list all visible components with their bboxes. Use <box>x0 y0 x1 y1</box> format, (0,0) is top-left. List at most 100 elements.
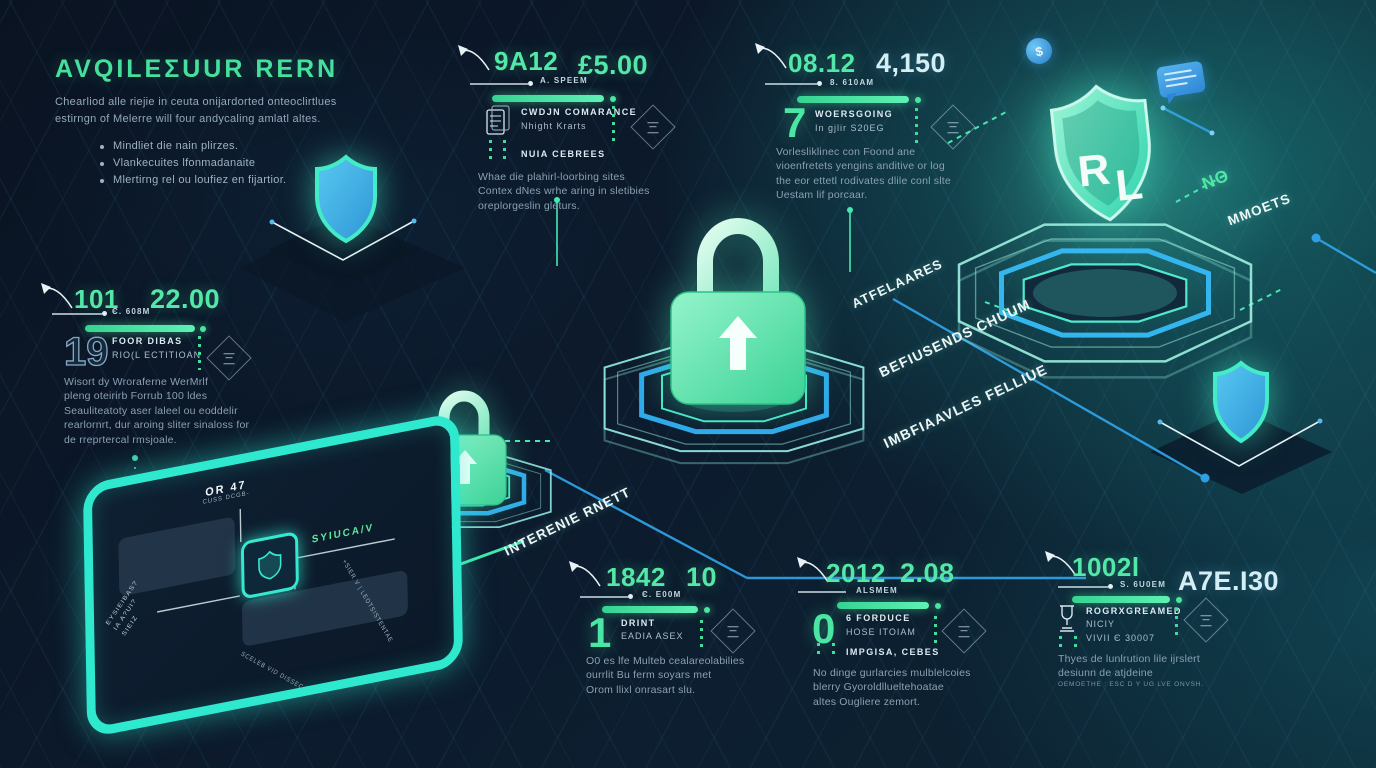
diamond-badge-icon <box>1183 597 1229 643</box>
lead-dot <box>817 81 822 86</box>
stat-label-secondary: EADIA ASEX <box>621 631 684 641</box>
stat-big-digit: 0 <box>812 605 836 652</box>
diamond-badge-icon <box>941 608 987 654</box>
stat-number: 2012 <box>826 558 886 588</box>
stat-sublabel: ALSMEM <box>856 586 898 595</box>
arrow-swoosh-icon <box>458 45 490 71</box>
stat-label-tertiary: VIVII Є 30007 <box>1086 633 1156 643</box>
stat-label: WOERSGOING <box>815 109 894 119</box>
diamond-badge-icon <box>710 608 756 654</box>
progress-bar <box>85 325 195 332</box>
lead-dot <box>1108 584 1113 589</box>
stat-number-secondary: A7E.I30 <box>1178 566 1280 596</box>
stat-label: CWDJN COMARANCE <box>521 107 637 117</box>
tablet-shield-chip <box>240 530 299 600</box>
stat-label-secondary: RIO(L ECTITIOAN <box>112 350 202 360</box>
stat-paragraph: Vorlesliklinec con Foond ane vioenfretet… <box>776 146 951 202</box>
dotted-column <box>817 643 820 657</box>
progress-bar-dot <box>200 326 206 332</box>
stat-number: 1842 <box>606 562 666 592</box>
stat-extra-label: IMPGISA, CEBES <box>846 647 940 657</box>
bullet-item: Vlankecuites lfonmadanaite <box>100 157 338 169</box>
stat-sublabel: A. SPEEM <box>540 76 588 85</box>
lead-line <box>765 83 817 85</box>
stat-sublabel: Є. 608M <box>112 307 151 316</box>
lead-line <box>580 596 628 598</box>
stat-label-secondary: HOSE ITOIAM <box>846 627 916 637</box>
stat-number: 101 <box>74 284 119 314</box>
diamond-badge-icon <box>930 104 976 150</box>
stat-number-secondary: 4,150 <box>876 48 947 78</box>
document-icon <box>486 105 510 135</box>
progress-bar-dot <box>935 603 941 609</box>
arrow-swoosh-icon <box>797 557 829 583</box>
stat-paragraph: Thyes de lunlrution lile ijrslert desiun… <box>1058 653 1200 680</box>
main-shield-icon: R L <box>1049 84 1151 222</box>
floating-label: NO <box>1199 165 1233 194</box>
progress-bar <box>837 602 929 609</box>
stat-number-secondary: £5.00 <box>578 50 649 80</box>
progress-bar-dot <box>704 607 710 613</box>
lead-line <box>52 313 102 315</box>
shield-monogram-r: R <box>1075 145 1112 197</box>
arrow-swoosh-icon <box>41 283 73 309</box>
bullet-dot <box>100 179 104 183</box>
progress-bar-dot <box>1176 597 1182 603</box>
stat-number: 08.12 <box>788 48 856 78</box>
dotted-column <box>1175 608 1178 636</box>
small-shield-left-icon <box>315 154 377 244</box>
floating-label: ATFELAARES <box>849 255 945 312</box>
lead-dot <box>102 311 107 316</box>
lead-dot <box>628 594 633 599</box>
arrow-swoosh-icon <box>1045 551 1077 577</box>
tablet-device: OR 47 CUSS DCGB- SYIUCA/V +SIER V | LEOT… <box>82 411 464 739</box>
dotted-column <box>934 616 937 644</box>
stat-number-secondary: 10 <box>686 562 718 592</box>
bullet-dot <box>100 162 104 166</box>
progress-bar <box>1072 596 1170 603</box>
stat-big-digit: 1 <box>588 609 612 656</box>
page-title: AVQILEΣUUR RERN <box>55 55 339 83</box>
stat-label: DRINT <box>621 618 656 628</box>
stat-number: 9A12 <box>494 46 559 76</box>
chip-shield-icon <box>258 550 282 580</box>
arrow-swoosh-icon <box>569 561 601 587</box>
stat-label-secondary: NICIY <box>1086 619 1116 629</box>
stat-sublabel: Є. E00M <box>642 590 682 599</box>
lead-line <box>798 591 846 593</box>
progress-bar <box>492 95 604 102</box>
bullet-item: Mlertirng rel ou loufiez en fijartior. <box>100 174 338 186</box>
stat-paragraph: Wisort dy Wroraferne WerMrlf pleng oteir… <box>64 376 250 446</box>
shield-monogram-l: L <box>1113 159 1145 211</box>
header-block: AVQILEΣUUR RERN Chearliod alle riejie in… <box>55 55 338 186</box>
stat-paragraph: Whae die plahirl-loorbing sites Contex d… <box>478 171 650 212</box>
stat-extra-label: NUIA CEBREES <box>521 149 606 159</box>
stat-sublabel: 8. 610AM <box>830 78 875 87</box>
diamond-badge-icon <box>206 335 252 381</box>
stat-paragraph: O0 es lfe Multeb cealareolabilies ourrli… <box>586 655 745 696</box>
stat-big-digit: 19 <box>63 330 109 374</box>
stat-label-secondary: Nhight Krarts <box>521 121 587 131</box>
progress-bar-dot <box>915 97 921 103</box>
small-shield-right-icon <box>1213 360 1269 444</box>
coin-icon: $ <box>1023 35 1055 67</box>
stat-number-secondary: 2.08 <box>900 558 955 588</box>
stat-paragraph: No dinge gurlarcies mulblelcoies blerry … <box>813 667 971 708</box>
dotted-column <box>489 140 492 164</box>
chat-bubble-icon <box>1155 60 1207 99</box>
progress-bar-dot <box>610 96 616 102</box>
dotted-column <box>700 620 703 648</box>
progress-bar <box>797 96 909 103</box>
dotted-column <box>503 140 506 164</box>
progress-bar <box>602 606 698 613</box>
stat-number-secondary: 22.00 <box>150 284 221 314</box>
dotted-column <box>1074 636 1077 650</box>
bullet-item: Mindliet die nain plirzes. <box>100 140 338 152</box>
intro-text: Chearliod alle riejie in ceuta onijardor… <box>55 96 337 125</box>
arrow-swoosh-icon <box>755 43 787 69</box>
big-padlock-icon <box>670 218 806 405</box>
lead-dot <box>528 81 533 86</box>
stat-caption: OEMOETHE : ESC D Y UG LVE ONVSH. <box>1058 681 1204 688</box>
stat-label: ROGRXGREAMED <box>1086 606 1182 616</box>
